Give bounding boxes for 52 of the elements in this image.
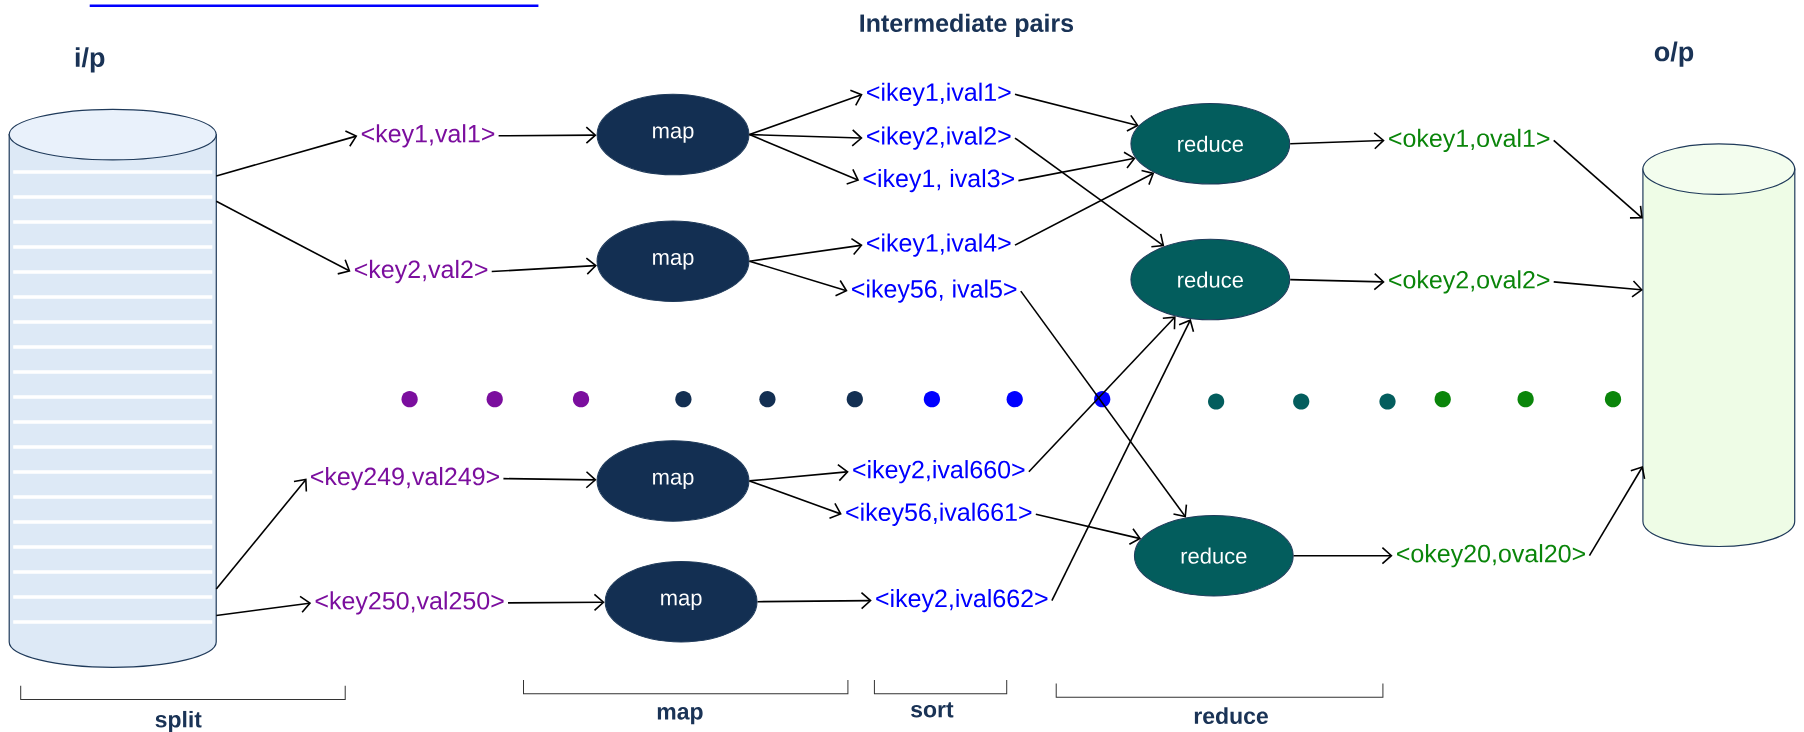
arrow (748, 480, 842, 520)
key-value-label: <key1,val1> (361, 124, 495, 148)
arrow (502, 470, 597, 489)
key-value-label: <key250,val250> (315, 591, 504, 615)
arrow (1289, 132, 1385, 150)
heading: o/p (1654, 41, 1694, 67)
key-value-label: <ikey2,ival2> (867, 126, 1011, 150)
key-value-label: <key2,val2> (354, 259, 488, 284)
arrow (748, 89, 863, 136)
arrow (507, 593, 605, 612)
arrow (756, 591, 872, 610)
arrow (1020, 290, 1188, 518)
arrow (748, 237, 863, 262)
heading: i/p (75, 47, 105, 73)
key-value-label: <ikey1,ival4> (867, 233, 1011, 257)
bracket-label: map (657, 707, 703, 725)
arrow (1014, 137, 1165, 248)
bracket-label: sort (911, 702, 954, 718)
arrow (748, 133, 860, 185)
arrow (748, 129, 863, 147)
key-value-label: <key249,val249> (311, 466, 499, 491)
arrow (1552, 139, 1643, 219)
arrow (490, 257, 597, 275)
arrow (1552, 280, 1643, 298)
arrow (1588, 466, 1646, 557)
arrow (748, 260, 848, 297)
arrow (1028, 316, 1176, 473)
arrow (215, 478, 308, 590)
bracket-label: split (155, 710, 202, 732)
arrow (497, 126, 597, 144)
key-value-label: <ikey2,ival662> (876, 588, 1048, 613)
arrow (1017, 151, 1136, 182)
arrow (1014, 93, 1139, 132)
arrow (1035, 513, 1142, 546)
arrow (1051, 319, 1195, 602)
key-value-label: <ikey56, ival5> (852, 279, 1017, 303)
key-value-label: <okey20,oval20> (1397, 544, 1585, 568)
title: Intermediate pairs (860, 13, 1074, 37)
arrow (1014, 169, 1155, 246)
key-value-label: <ikey2,ival660> (853, 460, 1025, 484)
arrow (1292, 546, 1393, 565)
arrow (215, 200, 351, 275)
arrow (215, 130, 358, 177)
key-value-label: <okey1,oval1> (1389, 128, 1550, 153)
arrow (748, 463, 849, 482)
bracket-label: reduce (1194, 707, 1268, 725)
key-value-label: <ikey56,ival661> (846, 502, 1032, 526)
key-value-label: <okey2,oval2> (1389, 270, 1550, 294)
key-value-label: <ikey1,ival1> (867, 82, 1011, 106)
arrow (215, 595, 312, 617)
arrow (1289, 272, 1385, 291)
key-value-label: <ikey1, ival3> (863, 168, 1014, 193)
